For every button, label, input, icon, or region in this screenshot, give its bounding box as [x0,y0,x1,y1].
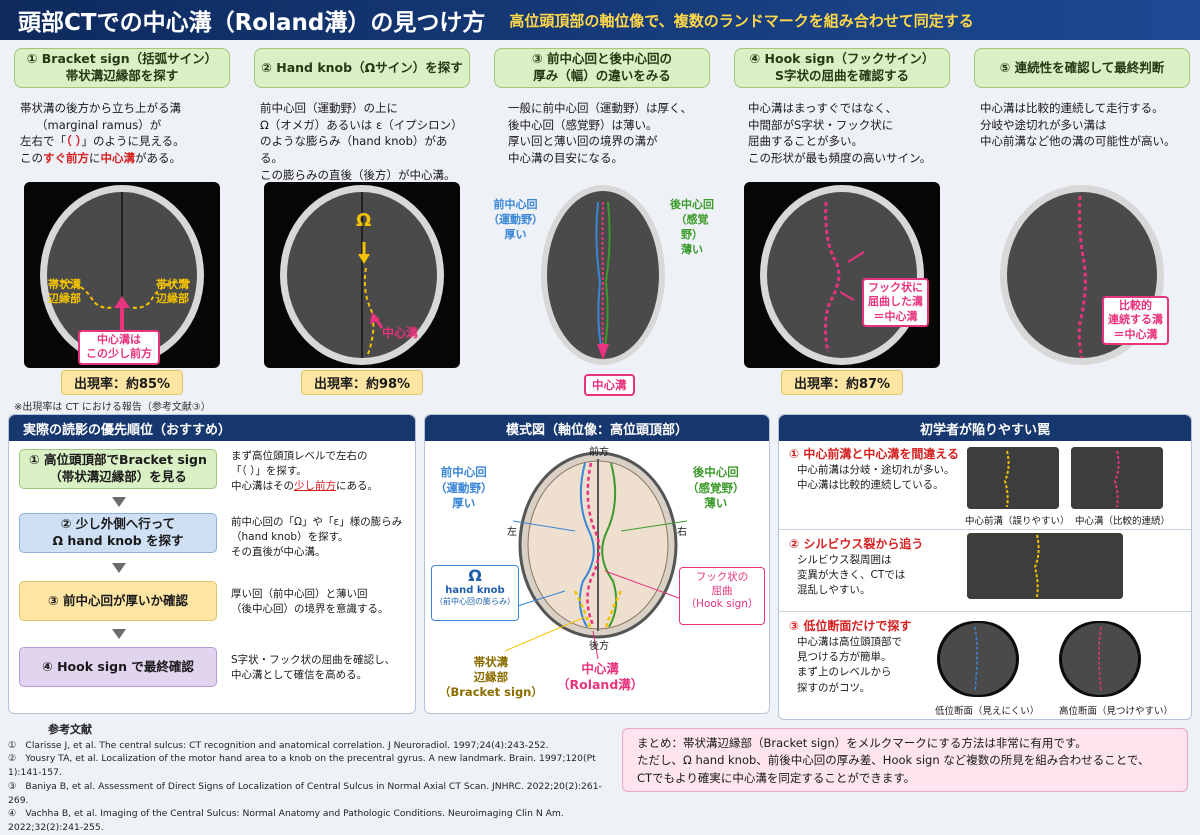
central-sulcus-box: 中心溝は この少し前方 [78,330,160,365]
column-title: ④ Hook sign（フックサイン） S字状の屈曲を確認する [734,48,950,88]
column-hand-knob: ② Hand knob（Ωサイン）を探す 前中心回（運動野）の上に Ω（オメガ）… [246,42,478,402]
step-4: ④ Hook sign で最終確認 [19,647,217,687]
central-sulcus-label: 中心溝 [382,326,419,340]
postcentral-label: 後中心回 （感覚野） 薄い [687,465,745,511]
postcentral-label: 後中心回 （感覚野） 薄い [670,198,714,256]
column-desc: 帯状溝の後方から立ち上がる溝 （marginal ramus）が 左右で「（ ）… [6,88,238,178]
column-desc: 前中心回（運動野）の上に Ω（オメガ）あるいは ε（イプシロン） のような膨らみ… [260,101,463,182]
rate-footnote: ※出現率は CT における報告（参考文献③） [14,402,211,413]
left-label: 左 [507,527,517,538]
panel-title: 実際の読影の優先順位（おすすめ） [9,415,415,441]
bracket-label: 帯状溝 辺縁部 （Bracket sign） [439,655,543,699]
hook-box: フック状の 屈曲 （Hook sign） [679,567,765,625]
trap-3-image-1 [937,621,1019,697]
column-continuity: ⑤ 連続性を確認して最終判断 中心溝は比較的連続して走行する。 分岐や途切れが多… [966,42,1198,402]
rate-badge: 出現率：約85% [60,370,184,395]
panel-title: 模式図（軸位像：高位頭頂部） [425,415,769,441]
page-title: 頭部CTでの中心溝（Roland溝）の見つけ方 [18,10,486,36]
traps-panel: 初学者が陥りやすい罠 ① 中心前溝と中心溝を間違える 中心前溝は分岐・途切れが多… [778,414,1192,720]
trap-1-heading: ① 中心前溝と中心溝を間違える [789,447,959,461]
trap-1-text: 中心前溝は分岐・途切れが多い。 中心溝は比較的連続している。 [797,464,955,492]
column-desc: 中心溝は比較的連続して走行する。 分岐や途切れが多い溝は 中心前溝など他の溝の可… [980,101,1176,149]
column-gyrus-thickness: ③ 前中心回と後中心回の 厚み（幅）の違いをみる 一般に前中心回（運動野）は厚く… [486,42,718,402]
step-1: ① 高位頭頂部でBracket sign （帯状溝辺縁部）を見る [19,449,217,489]
column-title: ⑤ 連続性を確認して最終判断 [974,48,1190,88]
column-desc: 中心溝はまっすぐではなく、 中間部がS字状・フック状に 屈曲することが多い。 こ… [748,101,932,166]
central-sulcus-label: 中心溝 [584,374,635,396]
desc-line: 帯状溝の後方から立ち上がる溝 [20,101,181,115]
right-label: 右 [677,527,687,538]
column-title: ② Hand knob（Ωサイン）を探す [254,48,470,88]
ct-image: フック状に 屈曲した溝 ＝中心溝 [744,182,940,368]
precentral-label: 前中心回 （運動野） 厚い [435,465,493,511]
ct-image [538,182,668,368]
page-subtitle: 高位頭頂部の軸位像で、複数のランドマークを組み合わせて同定する [509,11,974,30]
panel-title: 初学者が陥りやすい罠 [779,415,1191,441]
priority-panel: 実際の読影の優先順位（おすすめ） ① 高位頭頂部でBracket sign （帯… [8,414,416,714]
step-2: ② 少し外側へ行って Ω hand knob を探す [19,513,217,553]
trap-1-image-1 [967,447,1059,509]
precentral-label: 前中心回 （運動野） 厚い [488,198,543,241]
trap-1-caption-2: 中心溝（比較的連続） [1075,516,1171,527]
desc-line: （marginal ramus）が [36,117,162,132]
references: 参考文献 ① Clarisse J, et al. The central su… [8,722,608,835]
desc-line: 左右で「（ ）」のように見える。 [20,134,185,149]
trap-3-image-2 [1059,621,1141,697]
omega-label: Ω [356,210,372,231]
rate-badge: 出現率：約87% [780,370,904,395]
reference-item: ② Yousry TA, et al. Localization of the … [8,753,596,779]
divider [779,529,1191,530]
front-label: 前方 [589,447,609,458]
bracket-label-right: 帯状溝 辺縁部 [156,278,189,305]
divider [779,611,1191,612]
down-arrow-icon [112,497,126,507]
omega-sub: （前中心回の膨らみ） [435,597,515,606]
ct-image: Ω 中心溝 [264,182,460,368]
column-bracket-sign: ① Bracket sign（括弧サイン） 帯状溝辺縁部を探す 帯状溝の後方から… [6,42,238,402]
column-title: ③ 前中心回と後中心回の 厚み（幅）の違いをみる [494,48,710,88]
schema-panel: 模式図（軸位像：高位頭頂部） 前方 後方 左 右 前中心回 （運動野） 厚い 後… [424,414,770,714]
column-desc: 一般に前中心回（運動野）は厚く、 後中心回（感覚野）は薄い。 厚い回と薄い回の境… [508,101,692,166]
trap-2-text: シルビウス裂周囲は 変異が大きく、CTでは 混乱しやすい。 [797,554,906,597]
step-1-text: まず高位頭頂レベルで左右の 「（ ）」を探す。 中心溝はその少し前方にある。 [231,450,378,493]
desc-line: このすぐ前方に中心溝がある。 [20,151,181,166]
down-arrow-icon [112,563,126,573]
ct-image: 帯状溝 辺縁部 帯状溝 辺縁部 中心溝は この少し前方 [24,182,220,368]
step-3: ③ 前中心回が厚いか確認 [19,581,217,621]
trap-2-image [967,533,1123,599]
ct-image: 比較的 連続する溝 ＝中心溝 [984,182,1180,368]
column-title: ① Bracket sign（括弧サイン） 帯状溝辺縁部を探す [14,48,230,88]
trap-2-heading: ② シルビウス裂から追う [789,537,924,551]
omega-box: Ω hand knob （前中心回の膨らみ） [431,565,519,621]
continuity-label-box: 比較的 連続する溝 ＝中心溝 [1102,296,1169,345]
reference-item: ③ Baniya B, et al. Assessment of Direct … [8,780,602,806]
trap-3-text: 中心溝は高位頭頂部で 見つける方が簡単。 まず上のレベルから 探すのがコツ。 [797,636,902,694]
omega-symbol: Ω [468,566,482,585]
trap-3-caption-1: 低位断面（見えにくい） [935,706,1040,717]
trap-1-image-2 [1071,447,1163,509]
step-3-text: 厚い回（前中心回）と薄い回 （後中心回）の境界を意識する。 [231,588,389,616]
trap-1-caption-1: 中心前溝（誤りやすい） [965,516,1070,527]
rate-badge: 出現率：約98% [300,370,424,395]
reference-item: ① Clarisse J, et al. The central sulcus:… [8,739,549,751]
back-label: 後方 [589,641,609,652]
summary-box: まとめ：帯状溝辺縁部（Bracket sign）をメルクマークにする方法は非常に… [622,728,1188,792]
omega-text: hand knob [445,585,505,596]
down-arrow-icon [112,629,126,639]
hook-label-box: フック状に 屈曲した溝 ＝中心溝 [862,278,929,327]
reference-item: ④ Vachha B, et al. Imaging of the Centra… [8,808,564,834]
step-2-text: 前中心回の「Ω」や「ε」様の膨らみ （hand knob）を探す。 その直後が中… [231,516,403,559]
page-header: 頭部CTでの中心溝（Roland溝）の見つけ方 高位頭頂部の軸位像で、複数のラン… [0,0,1200,40]
central-sulcus-label: 中心溝 （Roland溝） [557,661,644,693]
trap-3-caption-2: 高位断面（見つけやすい） [1059,706,1174,717]
trap-3-heading: ③ 低位断面だけで探す [789,619,912,633]
column-hook-sign: ④ Hook sign（フックサイン） S字状の屈曲を確認する 中心溝はまっすぐ… [726,42,958,402]
step-4-text: S字状・フック状の屈曲を確認し、 中心溝として確信を高める。 [231,654,396,682]
references-title: 参考文献 [48,723,92,736]
bracket-label-left: 帯状溝 辺縁部 [48,278,81,305]
